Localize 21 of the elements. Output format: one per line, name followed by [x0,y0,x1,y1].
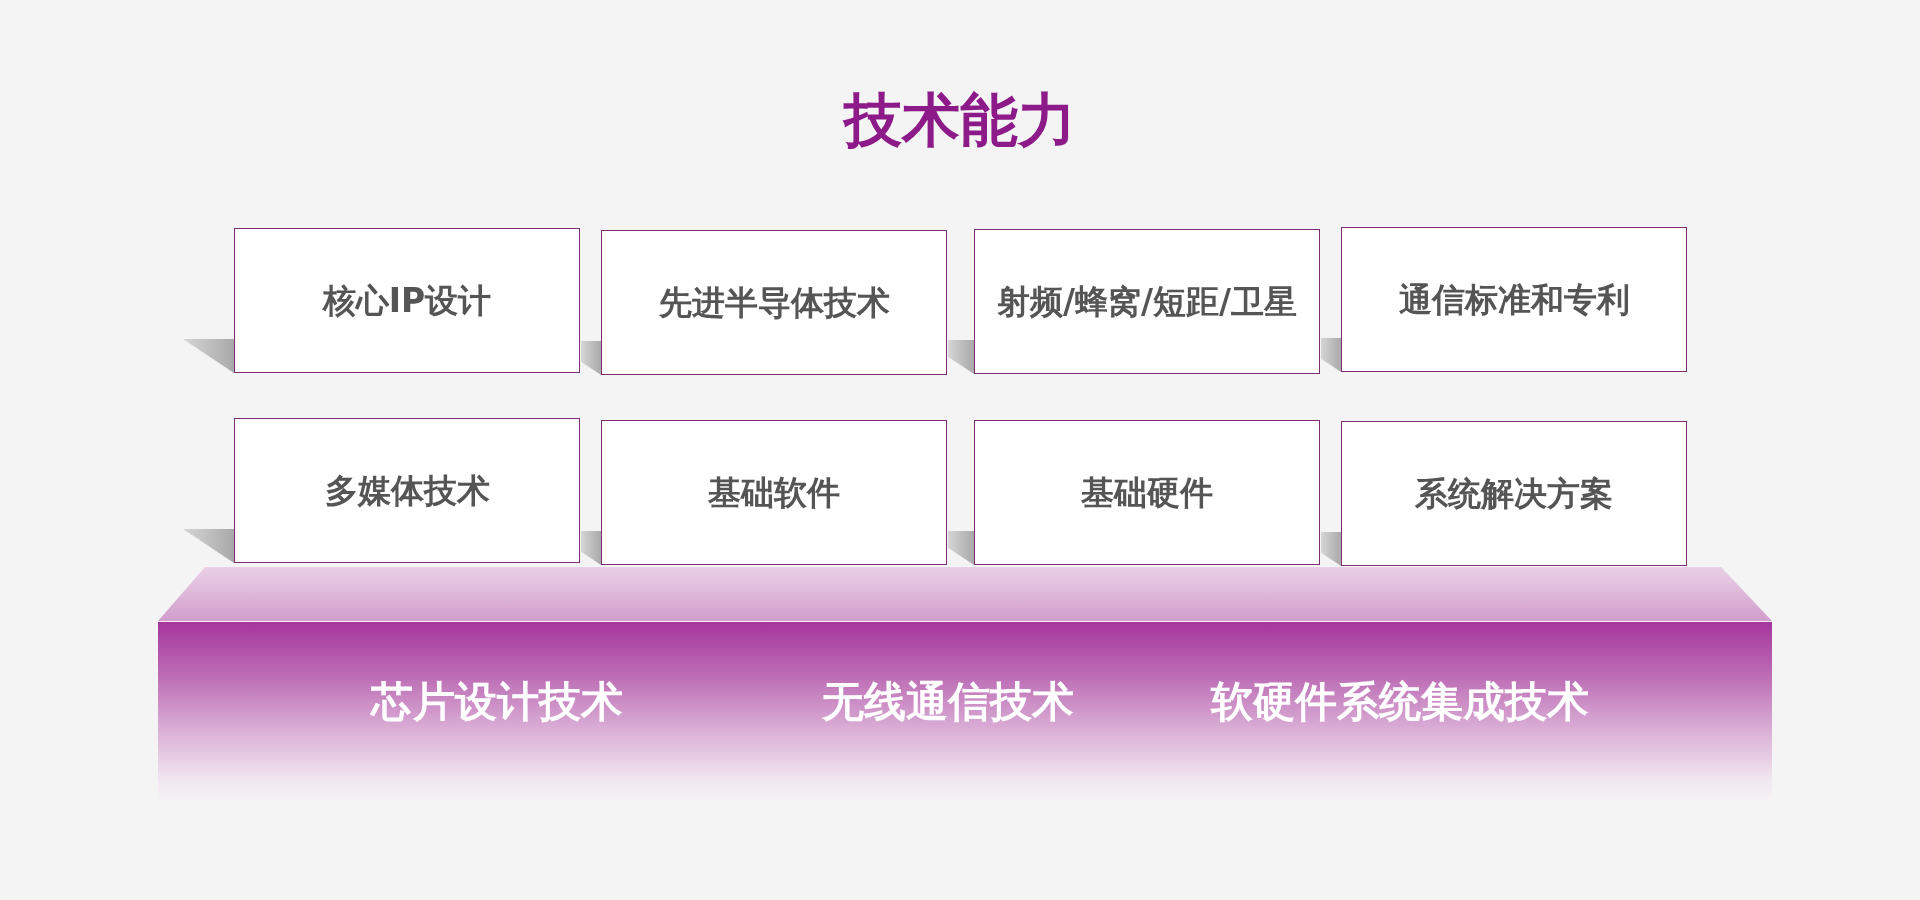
capability-card [601,230,947,375]
capability-card [974,420,1320,565]
band-label: 无线通信技术 [822,676,1074,728]
card-label: 核心IP设计 [322,280,492,321]
band-label: 软硬件系统集成技术 [1211,676,1589,728]
capability-card [974,229,1320,374]
platform-top-face [158,567,1772,621]
card-label: 通信标准和专利 [1398,279,1630,320]
capability-card [234,228,580,373]
card-label: 多媒体技术 [324,470,490,511]
card-label: 基础硬件 [1081,472,1213,513]
card-label: 基础软件 [708,472,840,513]
capability-card [1341,227,1687,372]
capability-card [234,418,580,563]
band-label: 芯片设计技术 [371,676,623,728]
capability-card [601,420,947,565]
card-label: 先进半导体技术 [658,282,890,323]
diagram-title: 技术能力 [844,86,1076,156]
card-label: 系统解决方案 [1415,473,1613,514]
capability-card [1341,421,1687,566]
card-label: 射频/蜂窝/短距/卫星 [996,281,1298,322]
